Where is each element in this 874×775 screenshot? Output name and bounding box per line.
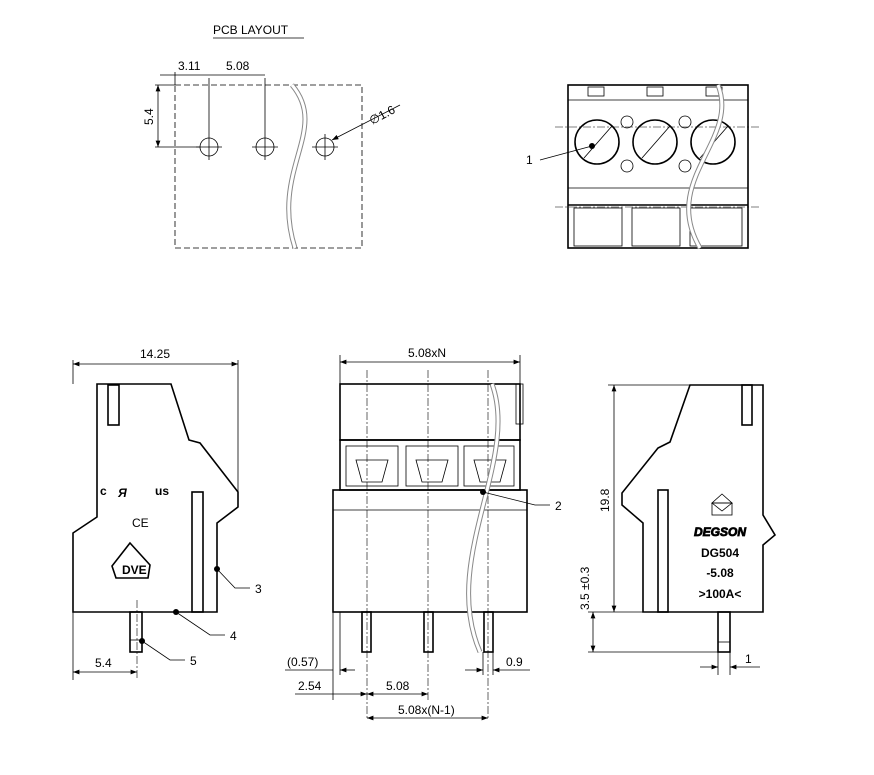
- dim-1: 1: [745, 652, 752, 666]
- dim-3-5: 3.5 ±0.3: [578, 566, 592, 610]
- callout-4: 4: [230, 629, 237, 643]
- brand-name: DEGSON: [694, 525, 746, 539]
- ce-mark: CE: [132, 516, 149, 530]
- dim-5-4-pin: 5.4: [95, 656, 112, 670]
- cert-c: c: [100, 484, 107, 498]
- vde-text: DVE: [122, 563, 147, 577]
- dim-5-08-n-1: 5.08x(N-1): [398, 703, 455, 717]
- dim-5-08-front: 5.08: [386, 679, 410, 693]
- front-view: 5.08xN (0.57) 2.54 5.08 5.08x(N-1) 0.9 2: [285, 346, 562, 721]
- pcb-layout-view: PCB LAYOUT 3.11 5.08 5.4 ∅1.6: [142, 23, 401, 249]
- pcb-holes: [196, 78, 338, 160]
- model-number: DG504: [701, 546, 739, 560]
- left-side-view: c Я us CE DVE 14.25 5.4 3 4 5: [72, 347, 262, 680]
- pcb-layout-title: PCB LAYOUT: [213, 23, 289, 37]
- top-view: 1: [526, 84, 760, 250]
- right-side-view: DEGSON DG504 -5.08 >100A< 19.8 3.5 ±0.3 …: [578, 384, 777, 675]
- vde-logo: [111, 541, 151, 579]
- dim-5-08xN: 5.08xN: [408, 346, 446, 360]
- dim-5-08: 5.08: [226, 59, 250, 73]
- dim-3-11: 3.11: [178, 59, 201, 73]
- degson-logo-icon: [710, 493, 734, 516]
- callout-1: 1: [526, 153, 533, 167]
- current-rating: >100A<: [699, 587, 742, 601]
- dim-5-4-row: 5.4: [142, 108, 156, 125]
- pcb-outline: [174, 84, 363, 249]
- callout-3: 3: [255, 582, 262, 596]
- dim-14-25: 14.25: [140, 347, 170, 361]
- dim-0-9: 0.9: [506, 655, 523, 669]
- cert-us: us: [155, 484, 169, 498]
- callout-5: 5: [190, 654, 197, 668]
- dim-2-54: 2.54: [298, 679, 322, 693]
- dim-0-57: (0.57): [287, 655, 318, 669]
- dim-hole-diameter: ∅1.6: [367, 102, 398, 127]
- ul-logo: Я: [117, 486, 127, 500]
- callout-2: 2: [555, 499, 562, 513]
- pitch-label: -5.08: [706, 566, 734, 580]
- dim-19-8: 19.8: [598, 488, 612, 512]
